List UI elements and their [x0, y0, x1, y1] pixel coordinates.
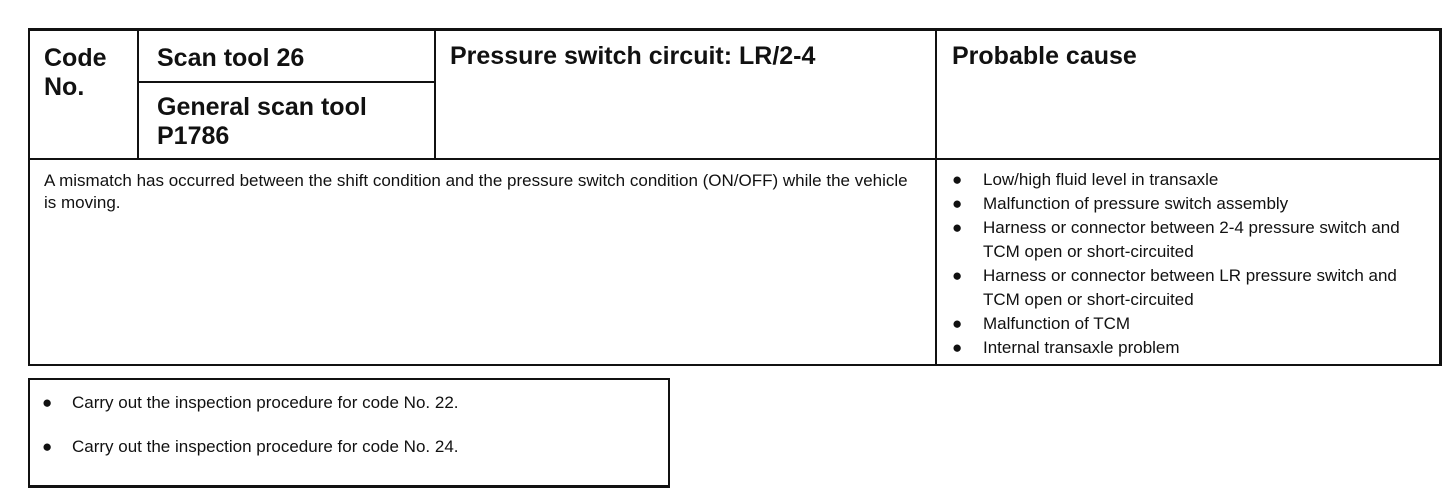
- bullet-icon: ●: [952, 266, 963, 285]
- bullet-icon: ●: [42, 437, 53, 456]
- list-item: ●Harness or connector between 2-4 pressu…: [952, 218, 1400, 261]
- divider-code-col: [137, 31, 139, 159]
- list-item: ●Carry out the inspection procedure for …: [42, 437, 459, 456]
- list-item: ●Internal transaxle problem: [950, 336, 1438, 360]
- bullet-icon: ●: [952, 194, 963, 213]
- list-item: ●Harness or connector between LR pressur…: [952, 266, 1397, 309]
- scan-tool-26-header: Scan tool 26: [157, 44, 305, 72]
- divider-scan-rows: [139, 81, 435, 83]
- bullet-icon: ●: [952, 218, 963, 237]
- divider-scan-col: [434, 31, 436, 159]
- list-item: ●Low/high fluid level in transaxle: [950, 168, 1438, 192]
- divider-header-body: [30, 158, 1439, 160]
- list-item: ●Malfunction of pressure switch assembly: [950, 192, 1438, 216]
- circuit-title: Pressure switch circuit: LR/2-4: [450, 42, 816, 70]
- probable-cause-list: ●Low/high fluid level in transaxle ●Malf…: [950, 168, 1438, 360]
- probable-cause-header: Probable cause: [952, 42, 1137, 70]
- inspection-procedure-box: ●Carry out the inspection procedure for …: [28, 378, 670, 488]
- bullet-icon: ●: [952, 314, 963, 333]
- list-item: ●Malfunction of TCM: [950, 312, 1438, 336]
- bullet-icon: ●: [42, 393, 53, 412]
- diagnostic-code-table: Code No. Scan tool 26 General scan tool …: [28, 28, 1442, 366]
- bullet-icon: ●: [952, 338, 963, 357]
- divider-cause-col: [935, 31, 937, 366]
- probable-cause-cell: ●Low/high fluid level in transaxle ●Malf…: [950, 168, 1438, 360]
- code-no-header: Code No.: [44, 44, 107, 101]
- list-item: ●Carry out the inspection procedure for …: [42, 393, 459, 412]
- fault-description: A mismatch has occurred between the shif…: [44, 171, 908, 212]
- general-scan-tool-header: General scan tool P1786: [157, 93, 367, 150]
- bullet-icon: ●: [952, 170, 963, 189]
